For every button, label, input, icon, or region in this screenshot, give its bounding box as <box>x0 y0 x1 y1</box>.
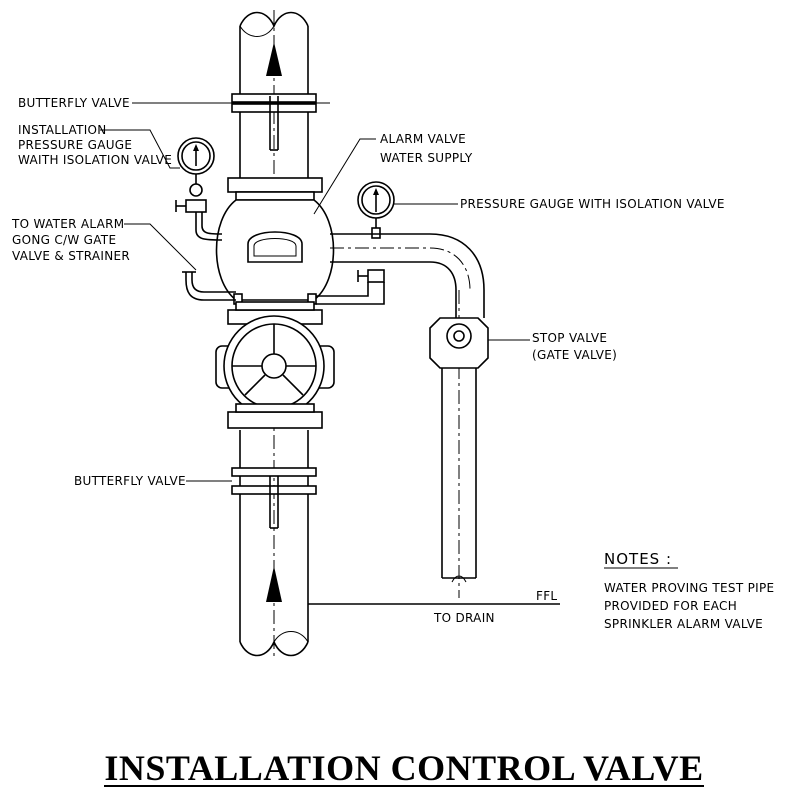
pressure-gauge-right <box>316 181 395 305</box>
label-installation-gauge-1: INSTALLATION <box>18 123 107 137</box>
installation-pressure-gauge <box>175 137 223 241</box>
label-water-alarm-2: GONG C/W GATE <box>12 233 116 247</box>
stop-valve <box>429 317 489 369</box>
notes-block: NOTES : WATER PROVING TEST PIPE PROVIDED… <box>604 550 774 631</box>
label-ffl: FFL <box>536 589 557 603</box>
butterfly-valve-top <box>231 93 317 151</box>
notes-line-1: WATER PROVING TEST PIPE <box>604 581 774 595</box>
label-to-drain: TO DRAIN <box>433 611 495 625</box>
label-water-alarm-1: TO WATER ALARM <box>11 217 124 231</box>
drawing-title: INSTALLATION CONTROL VALVE <box>104 748 703 788</box>
label-stop-valve-1: STOP VALVE <box>532 331 607 345</box>
notes-line-3: SPRINKLER ALARM VALVE <box>604 617 763 631</box>
flow-arrow-up-top <box>266 42 282 76</box>
test-pipe <box>330 233 485 598</box>
alarm-valve-body <box>215 199 335 305</box>
notes-line-2: PROVIDED FOR EACH <box>604 599 737 613</box>
label-stop-valve-2: (GATE VALVE) <box>532 348 617 362</box>
lower-flange-bottom <box>227 411 323 429</box>
butterfly-valve-bottom <box>231 467 317 529</box>
label-alarm-valve-1: ALARM VALVE <box>380 132 466 146</box>
flow-arrow-up-bottom <box>266 566 282 602</box>
label-pressure-gauge: PRESSURE GAUGE WITH ISOLATION VALVE <box>460 197 725 211</box>
label-installation-gauge-3: WAITH ISOLATION VALVE <box>18 153 172 167</box>
label-butterfly-valve-bottom: BUTTERFLY VALVE <box>74 474 186 488</box>
label-butterfly-valve-top: BUTTERFLY VALVE <box>18 96 130 110</box>
label-water-alarm-3: VALVE & STRAINER <box>12 249 130 263</box>
notes-heading: NOTES : <box>604 550 672 568</box>
label-installation-gauge-2: PRESSURE GAUGE <box>18 138 132 152</box>
control-valve-handwheel <box>215 315 335 417</box>
label-alarm-valve-2: WATER SUPPLY <box>380 151 473 165</box>
water-alarm-gong-connection <box>182 271 236 301</box>
leader-lines <box>100 102 530 482</box>
upper-flange <box>227 177 323 193</box>
